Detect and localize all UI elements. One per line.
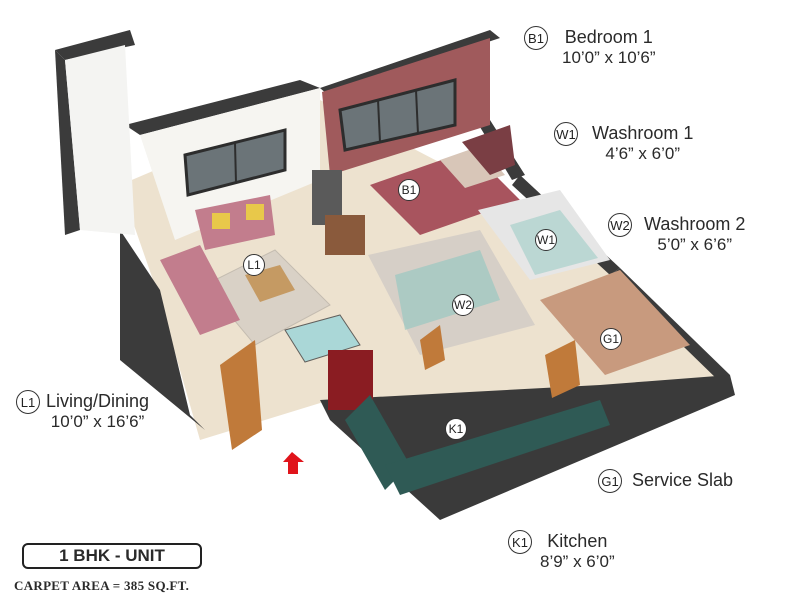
service-slab (540, 270, 690, 375)
living-name: Living/Dining (46, 391, 150, 411)
wall-living-back (125, 80, 320, 135)
legend-washroom2: W2 Washroom 2 5’0” x 6’6” (608, 213, 745, 255)
kitchen-name: Kitchen (547, 531, 608, 551)
kitchen-legend-badge: K1 (508, 530, 532, 554)
legend-bedroom1: B1 Bedroom 1 10’0” x 10’6” (524, 26, 656, 68)
legend-kitchen: K1 Kitchen 8’9” x 6’0” (508, 530, 615, 572)
washroom1-name: Washroom 1 (592, 123, 694, 143)
entry-arrow (283, 452, 304, 474)
wall-left-top (55, 30, 135, 60)
washroom2-legend-badge: W2 (608, 213, 632, 237)
legend-living: L1 Living/Dining 10’0” x 16’6” (16, 390, 149, 432)
unit-type-box: 1 BHK - UNIT (22, 543, 202, 569)
kitchen-plan-badge: K1 (445, 418, 467, 440)
legend-washroom1: W1 Washroom 1 4’6” x 6’0” (554, 122, 693, 164)
wall-left (55, 50, 80, 235)
legend-service: G1 Service Slab (598, 469, 733, 493)
sofa (160, 245, 240, 335)
service-name: Service Slab (632, 470, 734, 490)
living-legend-badge: L1 (16, 390, 40, 414)
wall-face-left (65, 45, 135, 235)
kitchen-dims: 8’9” x 6’0” (540, 552, 615, 571)
washroom1-dims: 4’6” x 6’0” (605, 144, 680, 163)
bedroom1-plan-badge: B1 (398, 179, 420, 201)
bedroom1-name: Bedroom 1 (564, 27, 653, 47)
living-plan-badge: L1 (243, 254, 265, 276)
washroom1-legend-badge: W1 (554, 122, 578, 146)
living-dims: 10’0” x 16’6” (50, 412, 145, 431)
wall-left-front (120, 230, 205, 430)
washroom2-name: Washroom 2 (644, 214, 746, 234)
washroom1-plan-badge: W1 (535, 229, 557, 251)
washroom2-plan-badge: W2 (452, 294, 474, 316)
service-legend-badge: G1 (598, 469, 622, 493)
bedroom1-legend-badge: B1 (524, 26, 548, 50)
entry-door (220, 340, 262, 450)
service-plan-badge: G1 (600, 328, 622, 350)
washroom2-dims: 5’0” x 6’6” (657, 235, 732, 254)
bedroom1-dims: 10’0” x 10’6” (562, 48, 656, 67)
carpet-area: CARPET AREA = 385 SQ.FT. (14, 578, 190, 593)
